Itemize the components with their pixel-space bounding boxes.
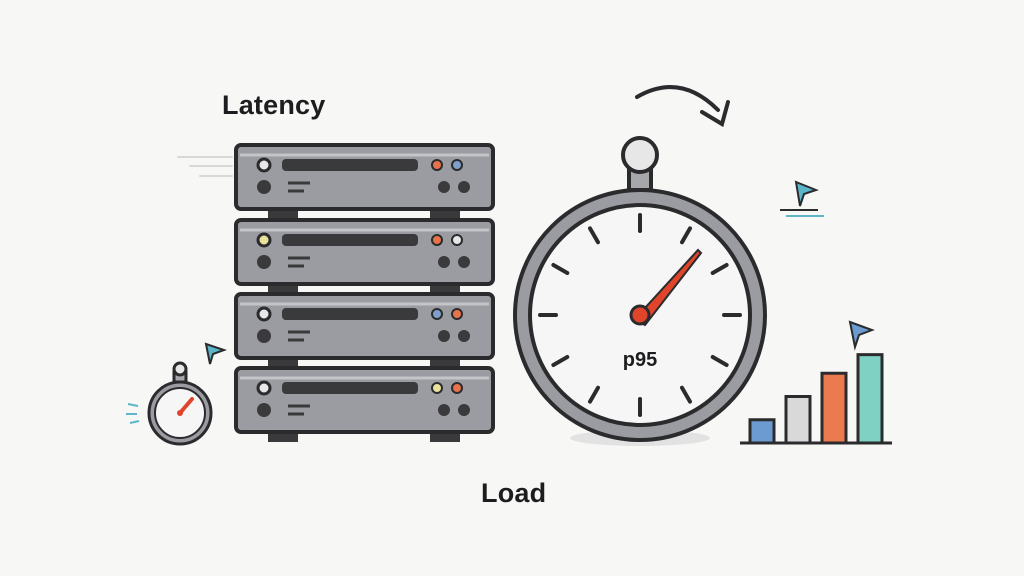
server-unit bbox=[234, 143, 495, 219]
stopwatch-icon: p95 bbox=[513, 136, 767, 446]
server-unit bbox=[234, 366, 495, 442]
dial-tick bbox=[551, 355, 570, 367]
dial-tick bbox=[588, 385, 600, 404]
curved-arrow-icon bbox=[635, 85, 730, 128]
dial-tick bbox=[710, 263, 729, 275]
cursor-arrow-icon bbox=[780, 180, 824, 217]
server-rack-icon bbox=[234, 143, 495, 442]
dial-tick bbox=[710, 355, 729, 367]
bar bbox=[784, 395, 812, 445]
bar bbox=[820, 371, 848, 445]
dial-tick bbox=[551, 263, 570, 275]
latency-label: Latency bbox=[222, 90, 326, 120]
server-unit bbox=[234, 218, 495, 294]
load-label: Load bbox=[481, 478, 547, 508]
dial-tick bbox=[680, 226, 692, 245]
gauge-label: p95 bbox=[623, 349, 657, 371]
speed-lines bbox=[177, 156, 233, 177]
server-unit bbox=[234, 292, 495, 368]
bar-chart-icon bbox=[740, 353, 892, 445]
bar bbox=[856, 353, 884, 445]
dial-tick bbox=[588, 226, 600, 245]
cursor-arrow-icon bbox=[848, 320, 875, 351]
cursor-arrow-icon bbox=[204, 342, 228, 365]
bar bbox=[748, 418, 776, 445]
small-stopwatch-icon bbox=[126, 361, 213, 446]
dial-tick bbox=[680, 385, 692, 404]
